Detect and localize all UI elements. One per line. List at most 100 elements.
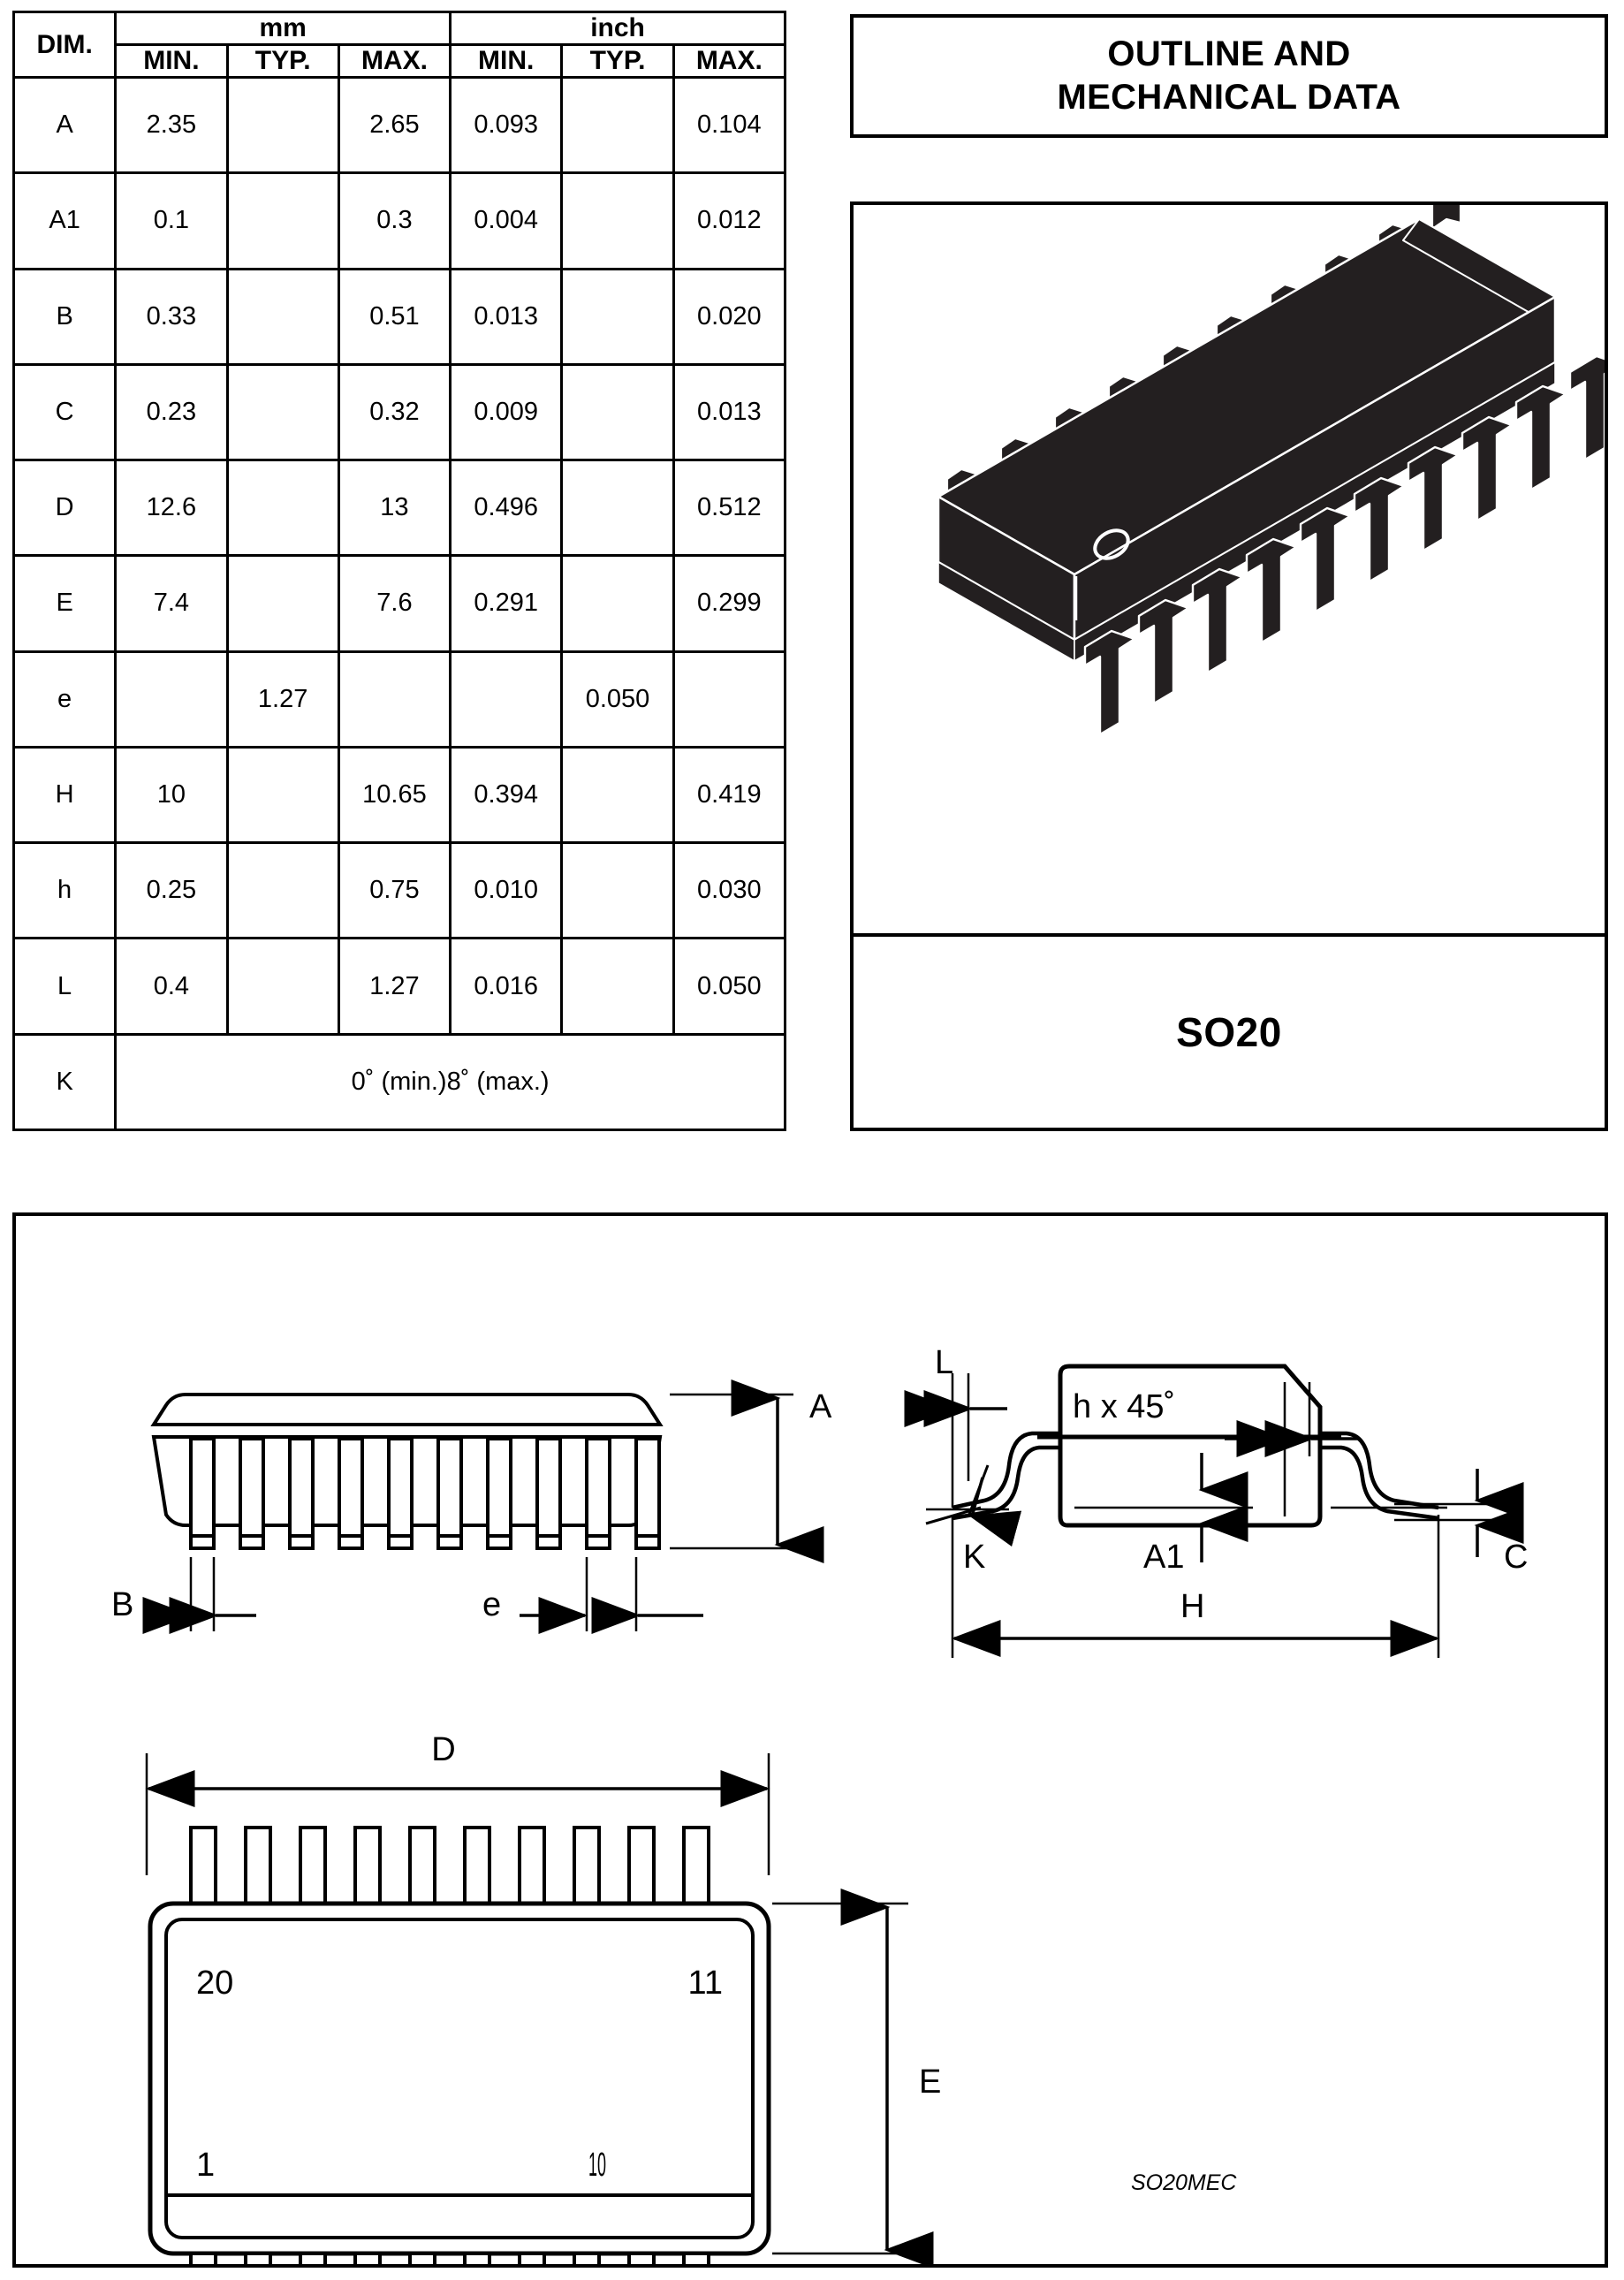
label-dim-C: C <box>1504 1539 1528 1576</box>
mechanical-drawing-svg: A B e <box>111 1344 1528 2264</box>
header-inch-max: MAX. <box>672 43 787 79</box>
label-dim-L: L <box>935 1344 953 1381</box>
top-plan-labels: D E 20 11 1 10 <box>196 1731 941 2184</box>
cell-mm-typ <box>225 554 340 653</box>
cell-mm-typ <box>225 75 340 175</box>
dimension-table: DIM. mm inch MIN. TYP. MAX. MIN. TYP. MA… <box>11 11 787 1132</box>
table-row: E 7.4 7.6 0.291 0.299 <box>11 554 787 653</box>
cell-inch-typ <box>560 554 675 653</box>
cell-dim: B <box>11 267 118 366</box>
outline-mechanical-data-panel: OUTLINE AND MECHANICAL DATA <box>850 14 1608 138</box>
side-section-view <box>904 1364 1524 1658</box>
cell-inch-max: 0.419 <box>672 745 787 845</box>
label-dim-A: A <box>809 1388 832 1425</box>
cell-mm-max: 0.51 <box>337 267 452 366</box>
cell-inch-max <box>672 650 787 749</box>
cell-mm-min: 7.4 <box>114 554 229 653</box>
table-row: h 0.25 0.75 0.010 0.030 <box>11 841 787 940</box>
cell-mm-max: 0.3 <box>337 171 452 270</box>
cell-mm-min: 0.4 <box>114 937 229 1036</box>
header-dim: DIM. <box>11 11 118 79</box>
label-dim-H: H <box>1180 1588 1204 1625</box>
cell-inch-max: 0.299 <box>672 554 787 653</box>
pin-number-bottom-right: 10 <box>588 2147 606 2184</box>
cell-inch-typ <box>560 937 675 1036</box>
cell-inch-min: 0.496 <box>449 459 564 558</box>
table-row: L 0.4 1.27 0.016 0.050 <box>11 937 787 1036</box>
table-row: A1 0.1 0.3 0.004 0.012 <box>11 171 787 270</box>
dimension-table-container: DIM. mm inch MIN. TYP. MAX. MIN. TYP. MA… <box>11 11 787 1132</box>
cell-mm-typ <box>225 362 340 462</box>
package-body <box>937 217 1557 662</box>
cell-inch-min: 0.004 <box>449 171 564 270</box>
cell-inch-max: 0.512 <box>672 459 787 558</box>
label-dim-D: D <box>431 1731 455 1768</box>
cell-inch-typ <box>560 362 675 462</box>
cell-mm-max <box>337 650 452 749</box>
package-name-label: SO20 <box>1176 1009 1282 1055</box>
cell-inch-min: 0.016 <box>449 937 564 1036</box>
table-head: DIM. mm inch MIN. TYP. MAX. MIN. TYP. MA… <box>11 11 787 79</box>
cell-inch-typ <box>560 459 675 558</box>
cell-inch-typ <box>560 841 675 940</box>
cell-dim: A1 <box>11 171 118 270</box>
cell-inch-min: 0.010 <box>449 841 564 940</box>
cell-inch-max: 0.013 <box>672 362 787 462</box>
cell-mm-max: 1.27 <box>337 937 452 1036</box>
mechanical-drawing-panel: A B e <box>12 1212 1608 2268</box>
cell-dim: A <box>11 75 118 175</box>
cell-inch-min: 0.093 <box>449 75 564 175</box>
side-section-labels: L h x 45˚ K A1 C H <box>935 1344 1528 1625</box>
cell-inch-typ <box>560 171 675 270</box>
cell-mm-typ <box>225 745 340 845</box>
cell-dim: C <box>11 362 118 462</box>
label-dim-A1: A1 <box>1143 1539 1184 1576</box>
cell-inch-max: 0.104 <box>672 75 787 175</box>
top-plan-view <box>145 1753 934 2264</box>
front-elevation-view <box>142 1379 824 1634</box>
header-unit-inch: inch <box>449 11 786 46</box>
pin-number-bottom-left: 1 <box>196 2147 215 2184</box>
cell-mm-min: 0.25 <box>114 841 229 940</box>
cell-angle-value: 0˚ (min.)8˚ (max.) <box>114 1032 786 1132</box>
cell-inch-max: 0.012 <box>672 171 787 270</box>
table-header-row-stats: MIN. TYP. MAX. MIN. TYP. MAX. <box>14 43 787 79</box>
cell-mm-max: 13 <box>337 459 452 558</box>
table-row: A 2.35 2.65 0.093 0.104 <box>11 75 787 175</box>
table-row: D 12.6 13 0.496 0.512 <box>11 459 787 558</box>
table-body: A 2.35 2.65 0.093 0.104 A1 0.1 0.3 0.004… <box>11 75 787 1132</box>
cell-mm-min: 0.1 <box>114 171 229 270</box>
cell-mm-max: 0.32 <box>337 362 452 462</box>
cell-inch-max: 0.030 <box>672 841 787 940</box>
panel-title-line1: OUTLINE AND <box>1107 34 1351 74</box>
cell-mm-max: 10.65 <box>337 745 452 845</box>
table-row: B 0.33 0.51 0.013 0.020 <box>11 267 787 366</box>
table-header-row-units: DIM. mm inch <box>11 11 786 79</box>
cell-mm-max: 7.6 <box>337 554 452 653</box>
table-row-angle: K 0˚ (min.)8˚ (max.) <box>11 1032 786 1132</box>
cell-inch-typ <box>560 75 675 175</box>
header-inch-min: MIN. <box>449 43 564 79</box>
table-row: e 1.27 0.050 <box>11 650 787 749</box>
cell-mm-typ <box>225 841 340 940</box>
cell-inch-typ <box>560 745 675 845</box>
package-3d-render <box>854 205 1605 937</box>
cell-mm-min <box>114 650 229 749</box>
cell-dim: E <box>11 554 118 653</box>
cell-mm-max: 2.65 <box>337 75 452 175</box>
header-mm-min: MIN. <box>114 43 229 79</box>
cell-inch-max: 0.050 <box>672 937 787 1036</box>
cell-inch-min: 0.013 <box>449 267 564 366</box>
cell-inch-min: 0.291 <box>449 554 564 653</box>
header-inch-typ: TYP. <box>560 43 675 79</box>
package-leads-front-row <box>1083 354 1605 736</box>
cell-dim: K <box>11 1032 118 1132</box>
cell-mm-min: 0.23 <box>114 362 229 462</box>
cell-dim: h <box>11 841 118 940</box>
header-unit-mm: mm <box>114 11 452 46</box>
header-mm-max: MAX. <box>337 43 452 79</box>
label-chamfer: h x 45˚ <box>1073 1388 1175 1425</box>
cell-inch-min: 0.009 <box>449 362 564 462</box>
cell-mm-typ <box>225 267 340 366</box>
pin-number-top-left: 20 <box>196 1965 233 2002</box>
